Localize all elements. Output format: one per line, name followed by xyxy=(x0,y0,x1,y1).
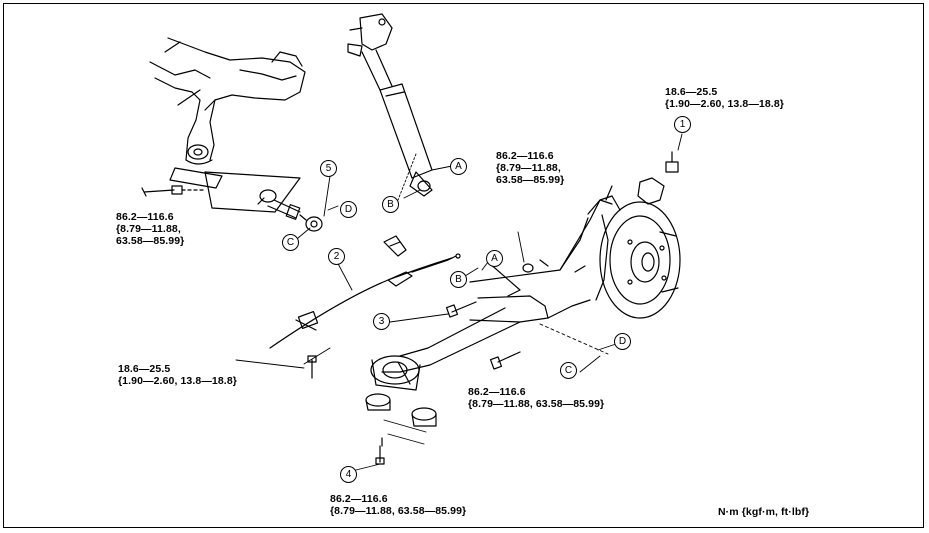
torque-value: 86.2—116.6 xyxy=(468,386,526,398)
callout-A-shock: A xyxy=(450,158,467,175)
torque-value: 86.2—116.6 xyxy=(496,150,554,162)
trailing-arm-and-hub xyxy=(365,151,681,427)
leader-lines xyxy=(235,133,683,473)
torque-spec-top-right: 18.6—25.5 {1.90—2.60, 13.8—18.8} xyxy=(665,86,784,110)
torque-conversion-ftlbf: 63.58—85.99} xyxy=(496,174,565,186)
shock-absorber xyxy=(347,13,433,197)
mounting-plate-outline xyxy=(204,171,301,213)
torque-conversion: {1.90—2.60, 13.8—18.8} xyxy=(118,375,237,387)
callout-D-link: D xyxy=(340,201,357,218)
torque-spec-center-top: 86.2—116.6 {8.79—11.88, 63.58—85.99} xyxy=(496,150,564,186)
callout-A-arm: A xyxy=(486,250,503,267)
callout-1: 1 xyxy=(674,116,691,133)
callout-4: 4 xyxy=(340,466,357,483)
callout-B-arm: B xyxy=(450,271,467,288)
torque-value: 18.6—25.5 xyxy=(665,86,718,98)
callout-3: 3 xyxy=(373,313,390,330)
callout-B-shock: B xyxy=(382,196,399,213)
callout-C-link: C xyxy=(282,234,299,251)
torque-conversion: {8.79—11.88, 63.58—85.99} xyxy=(468,398,605,410)
torque-conversion: {1.90—2.60, 13.8—18.8} xyxy=(665,98,784,110)
bolt-left-lower xyxy=(307,355,317,379)
lateral-link-part-5 xyxy=(257,189,323,232)
bolt-part-4 xyxy=(375,437,385,465)
torque-conversion: {8.79—11.88, xyxy=(116,223,181,235)
torque-value: 18.6—25.5 xyxy=(118,363,171,375)
callout-C-arm: C xyxy=(560,362,577,379)
units-note: N·m {kgf·m, ft·lbf} xyxy=(718,506,810,518)
torque-conversion: {8.79—11.88, 63.58—85.99} xyxy=(330,505,467,517)
crossmember-illustration xyxy=(149,37,306,189)
bolt-part-3 xyxy=(445,301,477,318)
callout-2: 2 xyxy=(328,248,345,265)
callout-5: 5 xyxy=(320,160,337,177)
callout-D-arm: D xyxy=(614,333,631,350)
torque-spec-left-upper: 86.2—116.6 {8.79—11.88, 63.58—85.99} xyxy=(116,211,184,247)
torque-conversion: {8.79—11.88, xyxy=(496,162,561,174)
torque-conversion-ftlbf: 63.58—85.99} xyxy=(116,235,185,247)
bolt-left-upper xyxy=(141,185,206,197)
torque-value: 86.2—116.6 xyxy=(116,211,174,223)
torque-spec-center-lower: 86.2—116.6 {8.79—11.88, 63.58—85.99} xyxy=(468,386,604,410)
diagram-frame xyxy=(3,3,924,528)
bolt-center-lower xyxy=(489,351,521,370)
torque-spec-left-lower: 18.6—25.5 {1.90—2.60, 13.8—18.8} xyxy=(118,363,237,387)
parking-brake-cable xyxy=(269,235,461,349)
torque-spec-bottom: 86.2—116.6 {8.79—11.88, 63.58—85.99} xyxy=(330,493,466,517)
torque-value: 86.2—116.6 xyxy=(330,493,388,505)
